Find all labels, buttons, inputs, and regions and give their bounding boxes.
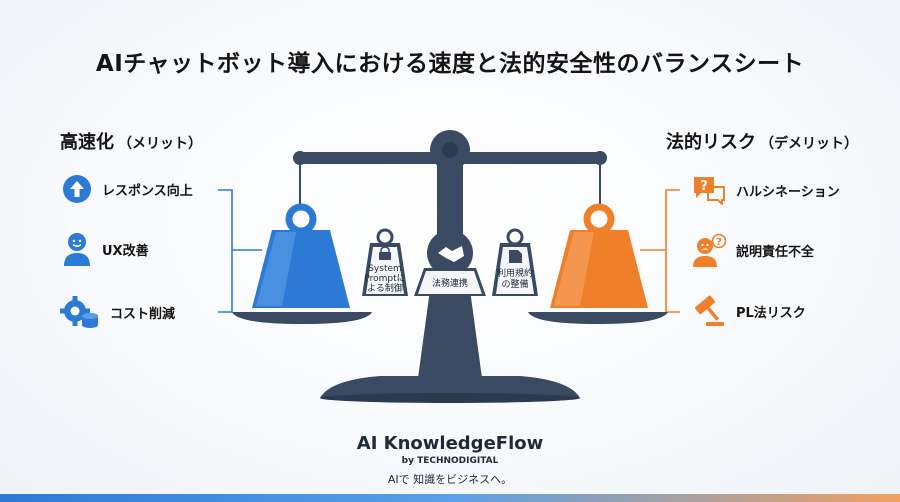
left-subheading: （メリット） — [118, 136, 202, 152]
confused-person-icon: ? — [693, 233, 726, 267]
risk-label-pl-law: PL法リスク — [736, 305, 806, 321]
scale-pillar — [418, 290, 482, 378]
bottom-accent-bar — [0, 494, 900, 502]
page-title: AIチャットボット導入における速度と法的安全性のバランスシート — [95, 51, 805, 77]
risk-label-hallucination: ハルシネーション — [736, 184, 840, 200]
user-icon — [64, 233, 90, 266]
left-connector — [218, 189, 262, 313]
gavel-icon — [695, 295, 724, 326]
right-weight — [550, 203, 648, 308]
left-heading-text: 高速化 — [60, 132, 114, 153]
scale-base-shadow — [320, 393, 580, 403]
arrow-up-icon — [63, 175, 91, 203]
right-heading-text: 法的リスク — [666, 132, 756, 153]
scale-base — [320, 376, 580, 398]
risk-item-hallucination: ? ハルシネーション — [692, 175, 840, 205]
left-pan — [232, 312, 372, 324]
document-icon — [509, 250, 522, 263]
brand-tagline: AIで 知識をビジネスへ。 — [387, 473, 513, 486]
merit-item-cost: コスト削減 — [60, 294, 175, 330]
legal-cooperation-weight: 法務連携 — [414, 230, 486, 296]
handshake-icon — [438, 246, 464, 262]
scale-pivot-center — [442, 142, 458, 158]
right-heading: 法的リスク（デメリット） — [666, 128, 858, 154]
terms-weight: 利用規約 の整備 — [492, 228, 538, 296]
gear-coins-icon — [60, 296, 98, 328]
left-weight — [252, 203, 350, 308]
system-prompt-line2: Promptに — [364, 273, 405, 284]
merit-label-ux: UX改善 — [102, 243, 149, 259]
risk-label-accountability: 説明責任不全 — [736, 244, 815, 260]
terms-line2: の整備 — [501, 278, 528, 290]
risk-item-pl-law: PL法リスク — [692, 294, 806, 328]
risk-item-accountability: ? 説明責任不全 — [692, 233, 814, 267]
legal-cooperation-label: 法務連携 — [432, 277, 468, 289]
terms-line1: 利用規約 — [497, 267, 533, 279]
merit-label-response: レスポンス向上 — [102, 183, 193, 199]
left-heading: 高速化（メリット） — [60, 128, 202, 154]
merit-label-cost: コスト削減 — [110, 306, 176, 322]
svg-text:?: ? — [716, 237, 722, 248]
beam-right-cap — [593, 151, 607, 165]
svg-text:?: ? — [700, 179, 708, 194]
right-subheading: （デメリット） — [760, 136, 858, 152]
brand-by: by TECHNODIGITAL — [401, 456, 499, 466]
system-prompt-line1: System — [368, 264, 402, 274]
merit-item-response: レスポンス向上 — [62, 174, 193, 204]
merit-item-ux: UX改善 — [62, 232, 149, 266]
beam-left-cap — [293, 151, 307, 165]
system-prompt-weight: System Promptに よる制御 — [362, 228, 408, 296]
question-bubble-icon: ? — [694, 177, 725, 205]
system-prompt-line3: よる制御 — [367, 282, 403, 294]
right-connector — [640, 189, 680, 313]
right-pan — [528, 312, 668, 324]
brand-name: AI KnowledgeFlow — [356, 433, 544, 454]
